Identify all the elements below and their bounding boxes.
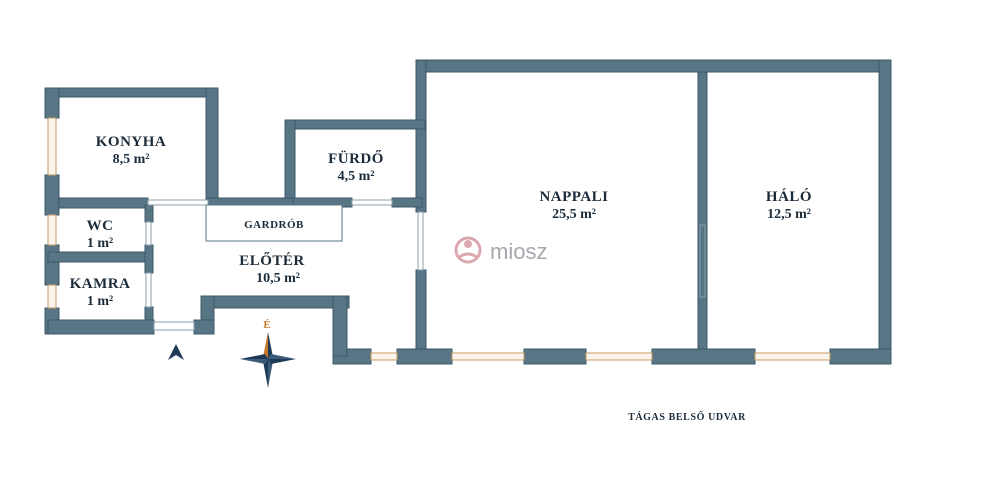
windows bbox=[47, 117, 831, 361]
room-eloter-area: 10,5 m² bbox=[256, 271, 300, 286]
wall-nappali-left-upper bbox=[415, 59, 427, 213]
room-halo-area: 12,5 m² bbox=[767, 207, 811, 222]
wall-konyha-top bbox=[47, 87, 219, 98]
wall-wc-right-top bbox=[144, 204, 154, 223]
walls bbox=[44, 59, 892, 365]
entrance-arrow-icon bbox=[168, 344, 184, 360]
door-kamra bbox=[145, 272, 152, 308]
wall-bottom-left-2 bbox=[193, 319, 215, 335]
wall-left-3 bbox=[44, 244, 60, 286]
wall-bottom-3 bbox=[651, 348, 756, 365]
room-kamra-area: 1 m² bbox=[87, 294, 113, 309]
doors bbox=[145, 199, 706, 331]
miosz-logo-icon bbox=[454, 236, 482, 264]
room-furdo-area: 4,5 m² bbox=[338, 169, 375, 184]
wall-bottom-left bbox=[47, 319, 155, 335]
gardrob-box bbox=[205, 204, 343, 242]
room-kamra-name: KAMRA bbox=[70, 276, 131, 292]
gardrob-label: GARDRÓB bbox=[244, 219, 304, 231]
window-halo bbox=[754, 352, 831, 361]
wall-top-right bbox=[418, 59, 892, 73]
wall-eloter-bottom bbox=[200, 295, 350, 309]
wall-bottom-4 bbox=[829, 348, 892, 365]
door-nappali bbox=[417, 211, 424, 271]
window-eloter bbox=[370, 352, 398, 361]
room-nappali-name: NAPPALI bbox=[539, 189, 608, 205]
room-furdo-name: FÜRDŐ bbox=[328, 150, 384, 167]
room-labels: KONYHA 8,5 m² FÜRDŐ 4,5 m² NAPPALI 25,5 … bbox=[70, 134, 812, 309]
wall-eloter-step bbox=[332, 295, 348, 357]
window-wc bbox=[47, 214, 57, 246]
yard-label: TÁGAS BELSŐ UDVAR bbox=[628, 411, 746, 423]
door-konyha bbox=[147, 199, 209, 206]
wall-left-1 bbox=[44, 87, 60, 119]
wall-wc-right-mid bbox=[144, 244, 154, 274]
compass-letter: É bbox=[263, 319, 270, 331]
wall-right bbox=[878, 59, 892, 365]
wall-wc-kamra bbox=[47, 251, 151, 263]
logo-text: miosz bbox=[490, 239, 547, 264]
door-halo bbox=[699, 224, 706, 298]
room-wc-name: WC bbox=[87, 218, 114, 234]
door-furdo bbox=[351, 199, 393, 206]
window-nappali-2 bbox=[585, 352, 653, 361]
room-konyha-name: KONYHA bbox=[96, 134, 167, 150]
door-wc bbox=[145, 221, 152, 246]
wall-nappali-halo bbox=[697, 71, 708, 360]
window-konyha bbox=[47, 117, 57, 176]
wall-furdo-top bbox=[284, 119, 426, 130]
wall-bottom-2 bbox=[523, 348, 587, 365]
room-eloter-name: ELŐTÉR bbox=[239, 252, 305, 269]
wall-furdo-bottom-right bbox=[391, 197, 423, 208]
wall-konyha-bottom-left bbox=[47, 197, 149, 209]
room-nappali-area: 25,5 m² bbox=[552, 207, 596, 222]
room-wc-area: 1 m² bbox=[87, 236, 113, 251]
wall-furdo-left bbox=[284, 119, 296, 206]
wall-nappali-left-lower bbox=[415, 269, 427, 360]
wall-left-2 bbox=[44, 174, 60, 216]
room-halo-name: HÁLÓ bbox=[766, 188, 812, 205]
wall-konyha-right bbox=[205, 87, 219, 200]
compass-rose-icon: É bbox=[240, 319, 296, 388]
room-konyha-area: 8,5 m² bbox=[113, 152, 150, 167]
wall-bottom-1 bbox=[396, 348, 453, 365]
window-nappali-1 bbox=[451, 352, 525, 361]
window-kamra bbox=[47, 284, 57, 309]
door-entrance bbox=[153, 321, 195, 331]
